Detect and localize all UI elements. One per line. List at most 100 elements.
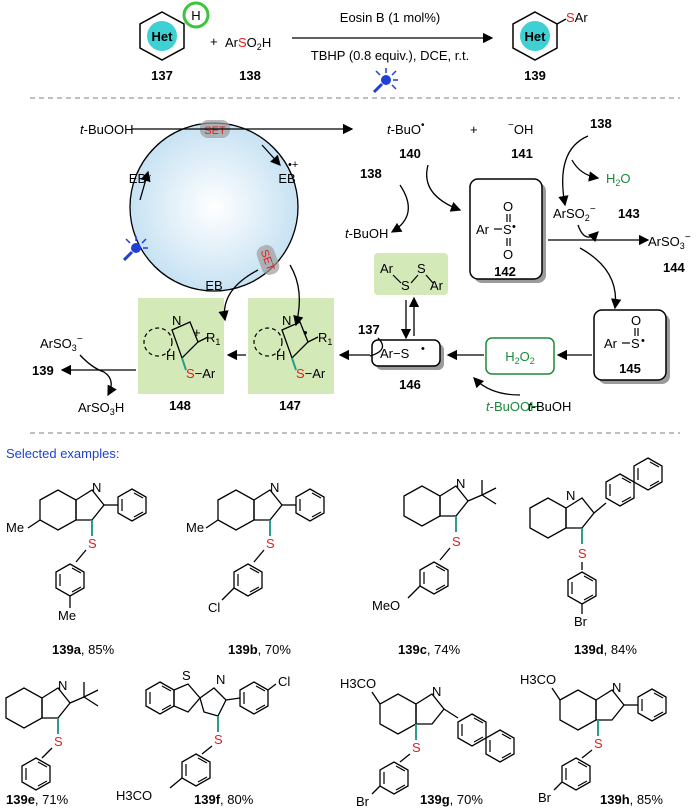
tbuoh-2: t-BuOH xyxy=(528,399,571,414)
sub-139g-1: H3CO xyxy=(340,676,376,691)
reactant-138: ArSO2H 138 xyxy=(225,35,271,83)
ar-145: Ar xyxy=(604,336,618,351)
intermediate-147: N H • R1 S−Ar 147 xyxy=(248,298,334,413)
disulfide-s1: S xyxy=(401,278,410,293)
sub-139b-1: Me xyxy=(186,520,204,535)
label-138-left: 138 xyxy=(360,166,382,181)
sulfinyl-radical-145: Ar S • O 145 xyxy=(593,309,670,384)
arso3h: ArSO3H xyxy=(78,400,124,417)
svg-text:N: N xyxy=(612,680,621,695)
label-139h: 139h, 85% xyxy=(600,792,663,807)
compound-144: 144 xyxy=(663,260,685,275)
h2o2: H2O2 xyxy=(505,349,535,366)
plus-sign: + xyxy=(210,34,218,49)
label-139c: 139c, 74% xyxy=(398,642,461,657)
ar-142: Ar xyxy=(476,222,490,237)
sub-139d-2: Br xyxy=(574,614,588,629)
svg-text:S: S xyxy=(452,534,461,549)
eb-charge: •+ xyxy=(288,159,298,171)
product-139-mech: 139 xyxy=(32,363,54,378)
label-139b: 139b, 70% xyxy=(228,642,291,657)
compound-140: 140 xyxy=(399,146,421,161)
thiyl-radical-146: Ar−S • 146 xyxy=(371,339,444,392)
example-139a: N Me S Me 139a, 85% xyxy=(6,480,147,657)
sub-139a-1: Me xyxy=(6,520,24,535)
label-139d: 139d, 84% xyxy=(574,642,637,657)
s-145: S xyxy=(631,336,640,351)
sub-139h-1: H3CO xyxy=(520,672,556,687)
svg-text:S: S xyxy=(412,740,421,755)
hydroxide: −OH xyxy=(508,120,533,137)
compound-139: 139 xyxy=(524,68,546,83)
sar-148: S−Ar xyxy=(186,366,216,381)
svg-text:•: • xyxy=(641,335,645,347)
sub-139f-2: H3CO xyxy=(116,788,152,803)
n-148: N xyxy=(172,313,181,328)
compound-145: 145 xyxy=(619,361,641,376)
disulfide-box: Ar S S Ar xyxy=(374,253,448,295)
het-label: Het xyxy=(152,29,174,44)
conditions-reagents: TBHP (0.8 equiv.), DCE, r.t. xyxy=(311,48,469,63)
product-139: Het SAr 139 xyxy=(512,10,588,83)
h2o2-box: H2O2 xyxy=(485,337,555,375)
example-139g: H3CO N S Br 139g, 70% xyxy=(340,676,515,809)
svg-text:N: N xyxy=(216,672,225,687)
arso3-left: ArSO3− xyxy=(40,334,83,353)
label-137: 137 xyxy=(358,322,380,337)
label-138-right: 138 xyxy=(590,116,612,131)
svg-text:+: + xyxy=(193,325,201,340)
svg-text:S: S xyxy=(88,536,97,551)
sulfonyl-radical-142: Ar S • O O 142 xyxy=(469,178,546,283)
example-139e: N S 139e, 71% xyxy=(5,678,99,807)
compound-147: 147 xyxy=(279,398,301,413)
svg-text:N: N xyxy=(58,678,67,693)
o-145: O xyxy=(631,313,641,328)
tbuooh-reagent: t-BuOOH xyxy=(80,122,133,137)
label-139e: 139e, 71% xyxy=(6,792,69,807)
disulfide-ar1: Ar xyxy=(380,261,394,276)
sub-139a-2: Me xyxy=(58,608,76,623)
sulfonate-144: ArSO3− xyxy=(648,232,691,251)
example-139b: N Me S Cl 139b, 70% xyxy=(186,480,325,657)
plus-2: + xyxy=(470,122,478,137)
svg-text:N: N xyxy=(432,684,441,699)
ar-s-146: Ar−S xyxy=(380,346,410,361)
n-147: N xyxy=(282,313,291,328)
sub-139b-2: Cl xyxy=(208,600,220,615)
label-139g: 139g, 70% xyxy=(420,792,483,807)
svg-text:N: N xyxy=(92,480,101,495)
svg-text:S: S xyxy=(578,546,587,561)
svg-text:S: S xyxy=(214,732,223,747)
compound-137: 137 xyxy=(151,68,173,83)
arso2h-label: ArSO2H xyxy=(225,35,271,52)
svg-text:N: N xyxy=(566,488,575,503)
tbuo-radical: t-BuO• xyxy=(387,120,425,137)
reactant-137: Het H 137 xyxy=(139,1,210,83)
disulfide-s2: S xyxy=(417,261,426,276)
svg-text:S: S xyxy=(266,536,275,551)
het-label-product: Het xyxy=(525,29,547,44)
h-148: H xyxy=(166,348,175,363)
label-139f: 139f, 80% xyxy=(194,792,254,807)
compound-142: 142 xyxy=(494,264,516,279)
set-label-1: SET xyxy=(204,125,226,137)
sulfinate-143: ArSO2− xyxy=(553,204,596,223)
tbuoh-1: t-BuOH xyxy=(345,226,388,241)
example-139h: H3CO N S Br 139h, 85% xyxy=(520,672,667,807)
o-top: O xyxy=(503,199,513,214)
selected-examples-header: Selected examples: xyxy=(6,446,119,461)
compound-146: 146 xyxy=(399,377,421,392)
svg-text:S: S xyxy=(594,736,603,751)
label-139a: 139a, 85% xyxy=(52,642,115,657)
svg-text:•: • xyxy=(512,221,516,233)
compound-138: 138 xyxy=(239,68,261,83)
sar-label: SAr xyxy=(566,10,588,25)
eb-ground: EB xyxy=(205,278,222,293)
sub-139c-2: MeO xyxy=(372,598,400,613)
compound-141: 141 xyxy=(511,146,533,161)
example-139f: S N Cl S H3CO 139f, 80% xyxy=(116,668,290,807)
light-bulb-icon-2 xyxy=(122,236,148,262)
svg-text:S: S xyxy=(54,734,63,749)
